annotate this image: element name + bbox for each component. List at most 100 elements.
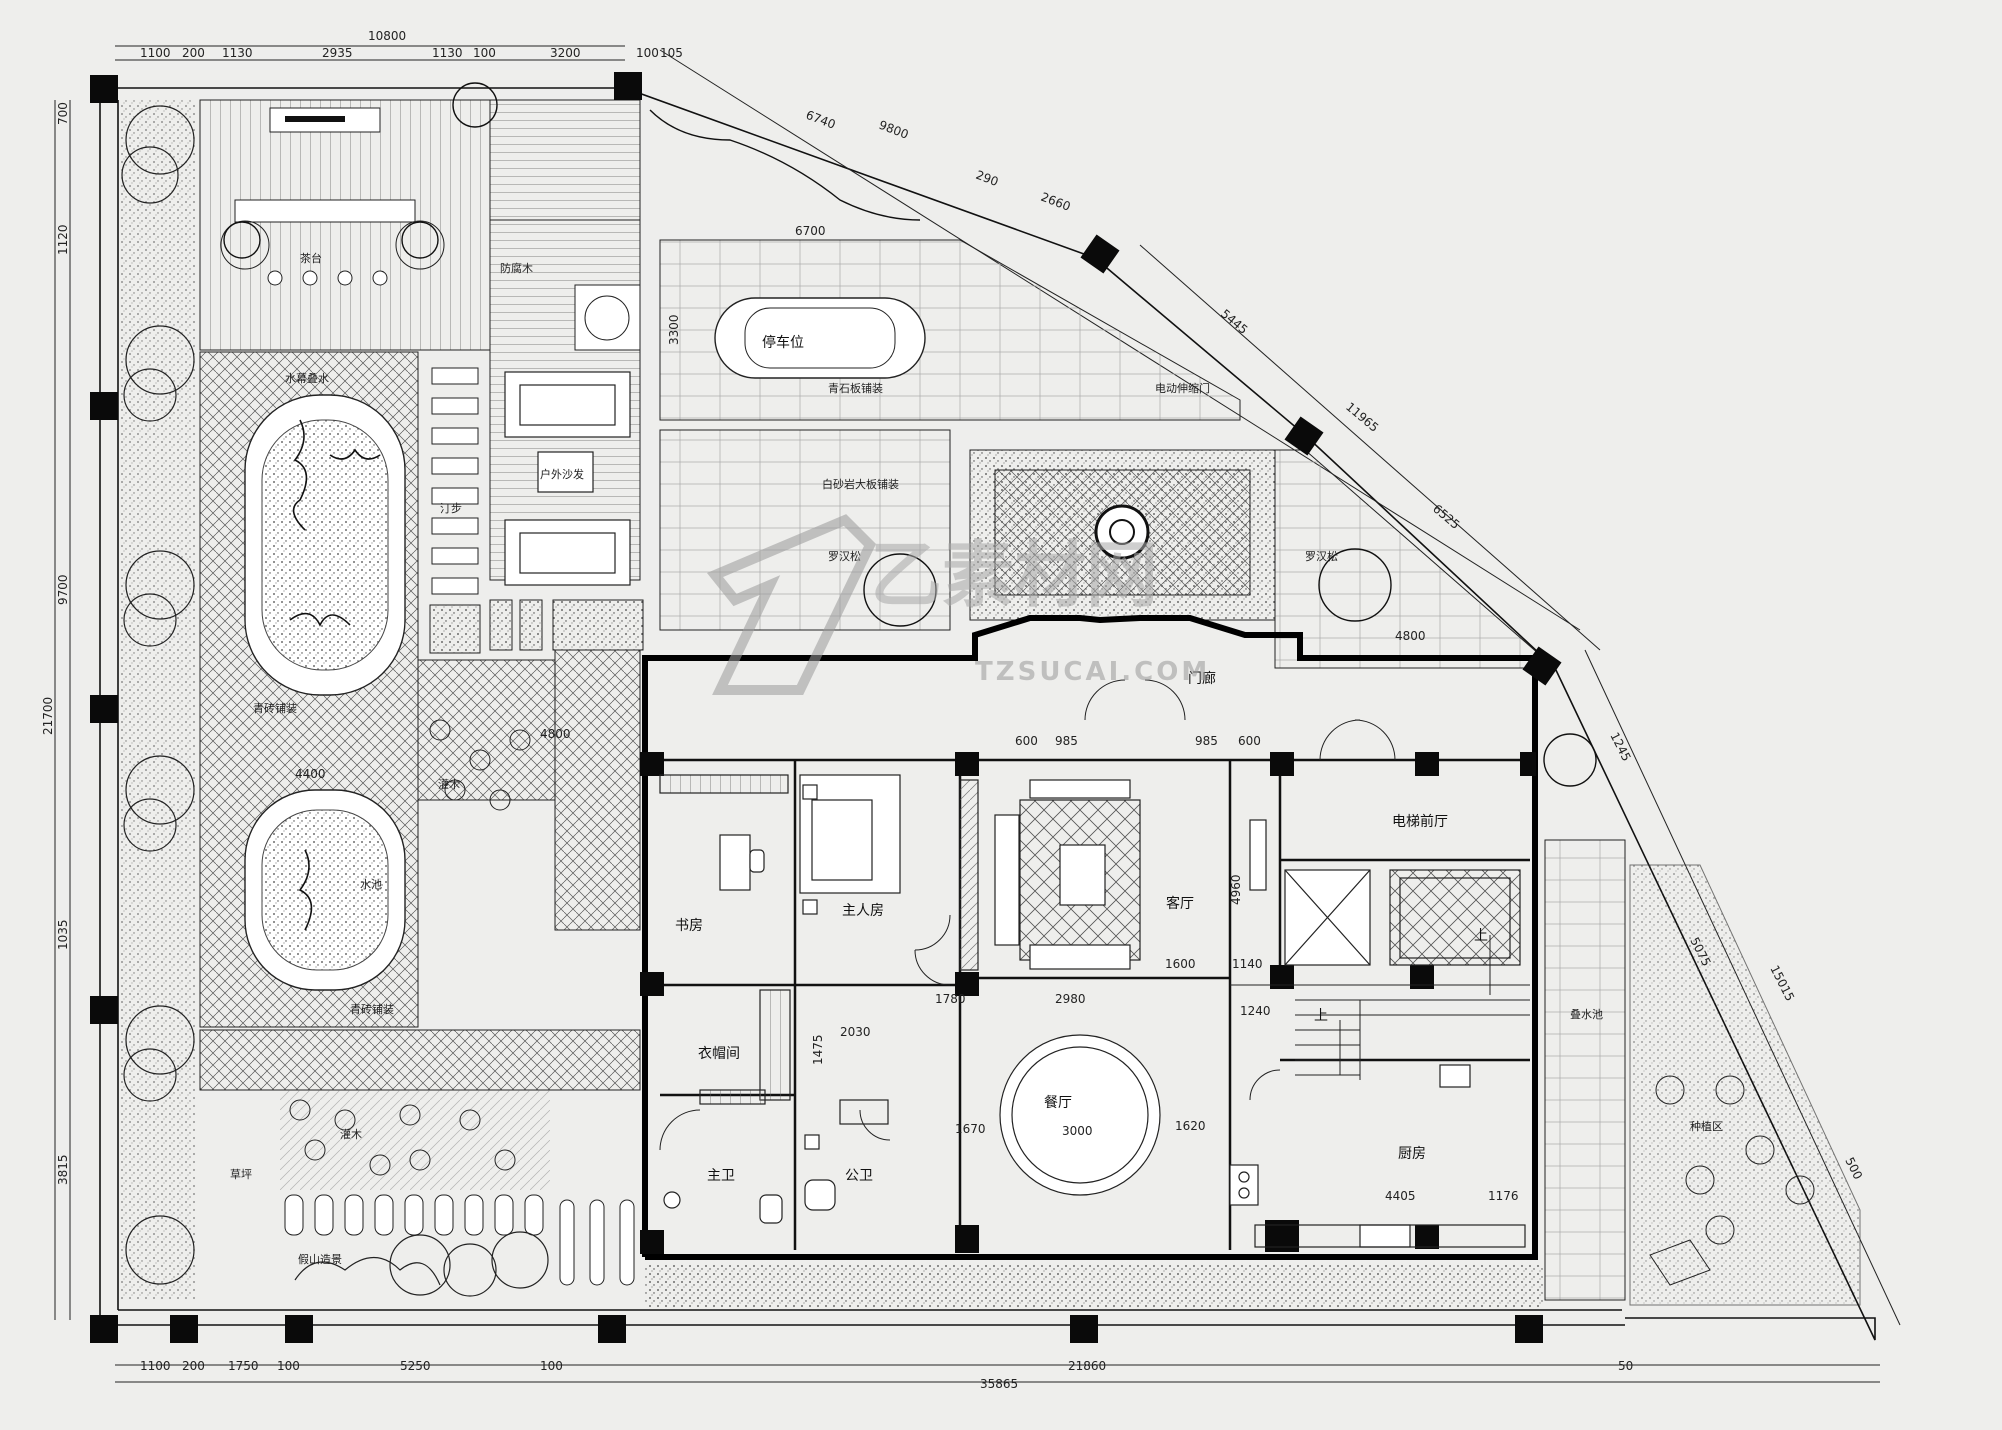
dim-court: 4800 [1395, 629, 1426, 643]
dim-parking-2: 3300 [667, 314, 681, 345]
tree-labels: 罗汉松 罗汉松 [828, 549, 1338, 563]
dim-garden: 4800 [540, 727, 571, 741]
dim-top-1: 1100 [140, 46, 171, 60]
planter-boxes [429, 599, 644, 654]
dim-diag-1: 6740 [804, 108, 838, 132]
dim-top-7: 3200 [550, 46, 581, 60]
dim-bottom-3: 1750 [228, 1359, 259, 1373]
dim-left-5: 3815 [56, 1154, 70, 1185]
study-furniture [659, 774, 901, 1105]
dim-left-4: 1035 [56, 919, 70, 950]
dim-dining-top: 2980 [1055, 992, 1086, 1006]
label-study: 书房 [675, 918, 703, 934]
dim-diag-10: 15015 [1767, 963, 1797, 1003]
dim-living-2: 1140 [1232, 957, 1263, 971]
label-porch: 门廊 [1188, 670, 1216, 687]
pergola-deck: 茶台 [199, 99, 491, 351]
note-gravel-1: 青砖铺装 [253, 701, 297, 715]
dim-bottom-2: 200 [182, 1359, 205, 1373]
dim-left-1: 700 [56, 102, 70, 125]
dim-dining: 3000 [1062, 1124, 1093, 1138]
dim-left-3: 9700 [56, 574, 70, 605]
dim-top-total: 10800 [368, 29, 406, 43]
dim-top-6: 100 [473, 46, 496, 60]
dim-top-8: 100 [636, 46, 659, 60]
bottom-path [645, 1265, 1545, 1307]
left-hedge [120, 100, 195, 1300]
doors [659, 679, 1396, 1151]
shrub-area: 灌木 灌木 草坪 [230, 719, 550, 1190]
kitchen-fixtures [1229, 1064, 1526, 1248]
note-wall-art-2: 罗汉松 [1305, 549, 1338, 563]
elevator-lobby-furniture [1284, 869, 1521, 966]
bath-fixtures [663, 1099, 889, 1224]
bottom-stepping-stones [284, 1194, 635, 1286]
dim-diag-2: 9800 [877, 118, 911, 142]
dim-dining-2: 1670 [955, 1122, 986, 1136]
right-planting: 种植区 叠水池 [1544, 839, 1861, 1306]
dim-top-3: 1130 [222, 46, 253, 60]
dim-top-4: 2935 [322, 46, 353, 60]
note-water-curtain: 水幕叠水 [285, 371, 329, 385]
dim-left-total: 21700 [41, 697, 55, 735]
stairs [1230, 935, 1530, 1080]
house-walls [642, 615, 1538, 1260]
dim-diag-4: 2660 [1039, 190, 1073, 214]
label-stair-up-2: 上 [1474, 928, 1488, 944]
site-boundary [99, 87, 1876, 1341]
dim-diag-5: 5445 [1218, 307, 1250, 337]
rock-garden: 假山造景 [294, 1231, 549, 1297]
ponds: 水幕叠水 青砖铺装 青砖铺装 水池 [244, 371, 406, 1016]
dim-stair: 1780 [935, 992, 966, 1006]
living-furniture [959, 779, 1267, 971]
dim-closet-2: 1475 [811, 1034, 825, 1065]
note-shrub-1: 灌木 [340, 1128, 362, 1141]
dim-diag-11: 500 [1842, 1155, 1865, 1182]
dim-kitchen-2: 1176 [1488, 1189, 1519, 1203]
dim-bottom-1: 1100 [140, 1359, 171, 1373]
dim-diag-3: 290 [974, 168, 1000, 189]
label-master-bath: 主卫 [707, 1168, 735, 1184]
dim-elev: 4960 [1229, 874, 1243, 905]
parking-area: 停车位 青石板铺装 电动伸缩门 白砂岩大板铺装 6700 3300 [659, 224, 1241, 631]
dim-bottom-6: 100 [540, 1359, 563, 1373]
note-rock-garden: 假山造景 [298, 1252, 342, 1266]
note-gazebo: 户外沙发 [540, 467, 584, 481]
dim-kitchen: 4405 [1385, 1189, 1416, 1203]
label-living-room: 客厅 [1166, 895, 1194, 912]
note-shrub-2: 灌木 [438, 778, 460, 791]
label-public-bath: 公卫 [845, 1168, 873, 1184]
watermark: 乙素材网 TZSUCAI.COM [706, 514, 1210, 695]
note-pool: 水池 [360, 878, 382, 891]
stepping-stones: 汀步 [431, 367, 479, 595]
dim-door-d: 600 [1238, 734, 1261, 748]
dim-diag-7: 6525 [1430, 502, 1462, 532]
label-parking: 停车位 [762, 334, 804, 351]
label-walk-in-closet: 衣帽间 [698, 1046, 740, 1062]
dim-top-9: 105 [660, 46, 683, 60]
dim-bottom-total: 35865 [980, 1377, 1018, 1391]
note-pond: 叠水池 [1570, 1008, 1603, 1021]
bottom-dimension-texts: 1100 200 1750 100 5250 100 50 21860 3586… [140, 1359, 1633, 1391]
dim-living: 1600 [1165, 957, 1196, 971]
note-lawn: 草坪 [230, 1168, 252, 1181]
dim-bottom-7: 50 [1618, 1359, 1633, 1373]
dim-closet: 2030 [840, 1025, 871, 1039]
watermark-sub: TZSUCAI.COM [975, 657, 1210, 687]
label-elevator-lobby: 电梯前厅 [1392, 813, 1448, 830]
dim-left-2: 1120 [56, 224, 70, 255]
dim-door-a: 600 [1015, 734, 1038, 748]
dim-garden-w: 4400 [295, 767, 326, 781]
label-kitchen: 厨房 [1398, 1146, 1426, 1162]
dim-top-2: 200 [182, 46, 205, 60]
dim-bottom-5: 5250 [400, 1359, 431, 1373]
note-wall-art: 罗汉松 [828, 549, 861, 563]
note-tea-area: 茶台 [300, 251, 322, 265]
note-electric-gate: 电动伸缩门 [1155, 381, 1210, 395]
dim-bottom-total2: 21860 [1068, 1359, 1106, 1373]
label-dining-room: 餐厅 [1044, 1095, 1072, 1111]
left-dimension-texts: 21700 700 1120 9700 1035 3815 [41, 102, 70, 1185]
entrance-court: 4800 [969, 449, 1557, 669]
outdoor-sofas: 户外沙发 [504, 371, 631, 586]
